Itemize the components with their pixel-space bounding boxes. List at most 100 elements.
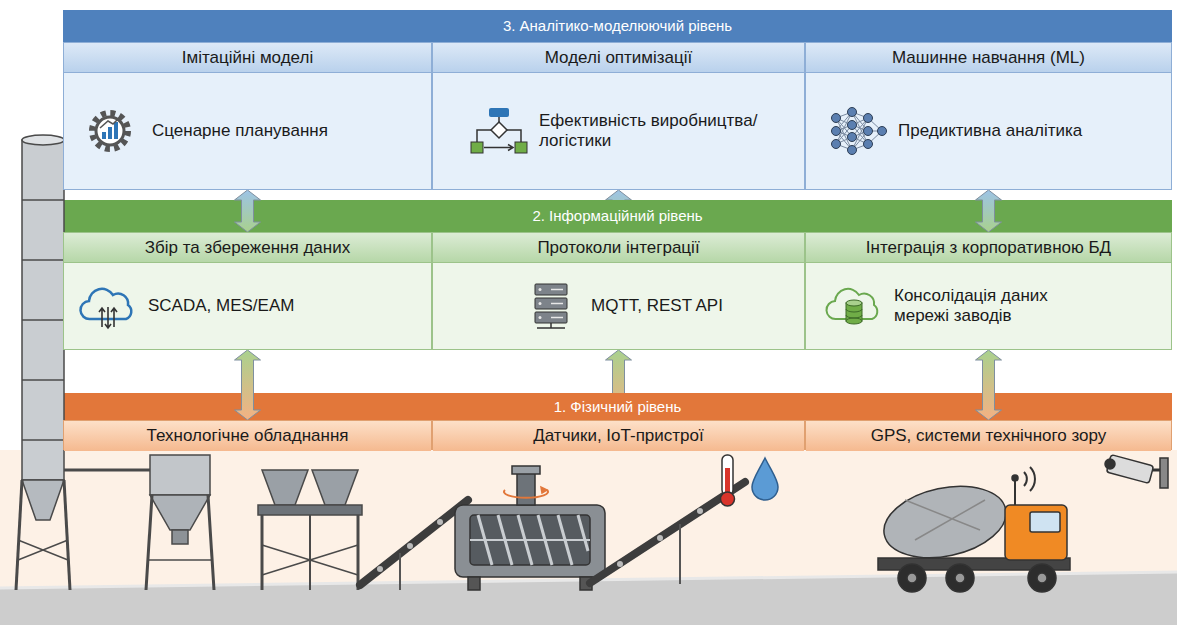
- conveyor-belt-part: [657, 535, 663, 541]
- flow-icon-part: [477, 130, 521, 142]
- server-icon: [521, 281, 581, 331]
- aggregate-hoppers-part: [309, 515, 311, 590]
- concrete-truck-part: [907, 573, 917, 583]
- concrete-truck-part: [955, 573, 965, 583]
- temperature-sensor-part: [721, 492, 735, 506]
- batching-tower-part: [172, 530, 188, 544]
- conveyor-belt-part: [590, 482, 745, 583]
- layer-header-bars-part: [63, 10, 1172, 42]
- aggregate-hoppers-part: [261, 515, 264, 590]
- double-arrow: [976, 190, 1002, 232]
- net-icon-part: [832, 127, 841, 136]
- temperature-sensor-part: [722, 455, 733, 495]
- cement-silo-part: [18, 540, 68, 560]
- layer-column: Технологічне обладнання: [63, 420, 432, 450]
- cement-silo-part: [22, 439, 64, 441]
- gear-icon-part: [114, 122, 118, 139]
- db-icon-part: [846, 318, 862, 324]
- temperature-sensor: [721, 455, 735, 506]
- batching-tower: [146, 455, 214, 590]
- concrete-mixer-part: [517, 472, 535, 505]
- server-icon-part: [537, 323, 565, 328]
- layer-column: Датчики, IoT-пристрої: [432, 420, 805, 450]
- conveyor-belt-part: [360, 500, 468, 585]
- flow-icon-part: [491, 122, 507, 138]
- aggregate-hoppers-part: [262, 545, 358, 575]
- layer-band: 1. Фізичний рівеньТехнологічне обладнанн…: [63, 393, 1172, 450]
- cement-silo-part: [22, 135, 64, 145]
- flow-icon: [469, 106, 529, 156]
- gear-icon-part: [108, 127, 112, 139]
- flow-icon-part: [515, 142, 527, 153]
- vision-camera-part: [1106, 455, 1153, 484]
- aggregate-hoppers: [258, 470, 362, 590]
- gear-icon-part: [100, 115, 122, 128]
- cement-silo-part: [18, 540, 68, 560]
- concrete-mixer-part: [470, 539, 590, 541]
- concrete-truck-part: [946, 564, 974, 592]
- cement-silo-part: [22, 140, 64, 480]
- conveyor-belt: [360, 500, 468, 590]
- net-icon-part: [864, 114, 873, 123]
- band-title-row: 2. Інформаційний рівень: [63, 200, 1172, 232]
- layer-header-bars-part: [63, 200, 1172, 232]
- net-icon-part: [832, 140, 841, 149]
- column-heading: Протоколи інтеграції: [433, 233, 804, 263]
- aggregate-hoppers-part: [262, 545, 358, 575]
- layer-column: Збір та збереження данихSCADA, MES/EAM: [63, 232, 432, 350]
- column-body: Консолідація даних мережі заводів: [806, 263, 1171, 349]
- column-heading: Імітаційні моделі: [64, 43, 431, 73]
- layer-column: GPS, системи технічного зору: [805, 420, 1172, 450]
- column-description: Ефективність виробництва/логістики: [539, 111, 774, 152]
- gear-icon-part: [102, 132, 106, 139]
- conveyor-belt-part: [437, 519, 443, 525]
- layer-column: Імітаційні моделіСценарне планування: [63, 42, 432, 190]
- concrete-mixer-part: [470, 515, 590, 565]
- cement-silo-part: [22, 259, 64, 261]
- net-icon-part: [848, 121, 857, 130]
- layer-column: Інтеграція з корпоративною БДКонсолідаці…: [805, 232, 1172, 350]
- cloud-icon-part: [80, 289, 131, 319]
- cement-silo: [16, 135, 150, 590]
- net-icon-part: [832, 114, 841, 123]
- vision-camera-part: [1160, 458, 1168, 488]
- concrete-mixer-part: [541, 487, 547, 493]
- batching-tower-part: [208, 495, 214, 590]
- cement-silo-part: [22, 379, 64, 381]
- layer-title: 3. Аналітико-моделюючий рівень: [495, 10, 740, 42]
- layer-header-bars: [63, 10, 1172, 420]
- concrete-truck: [877, 467, 1070, 592]
- concrete-mixer-part: [455, 505, 605, 577]
- layer-column: Моделі оптимізаціїЕфективність виробницт…: [432, 42, 805, 190]
- concrete-truck-part: [877, 476, 1012, 568]
- concrete-truck-part: [1014, 480, 1016, 505]
- net-icon-part: [848, 146, 857, 155]
- conveyor-belt-part: [399, 553, 401, 590]
- concrete-mixer-part: [468, 577, 480, 590]
- concrete-truck-part: [898, 564, 926, 592]
- layer-header-bars-part: [63, 393, 1172, 420]
- layer-band: 2. Інформаційний рівеньЗбір та збереженн…: [63, 200, 1172, 350]
- server-icon-part: [539, 288, 542, 291]
- concrete-truck-part: [1024, 467, 1035, 491]
- column-body: Ефективність виробництва/логістики: [433, 73, 804, 189]
- conveyor-belt-part: [617, 561, 623, 567]
- aggregate-hoppers-part: [357, 515, 360, 590]
- aggregate-hoppers-part: [258, 505, 362, 515]
- vision-camera-part: [1105, 459, 1115, 469]
- net-icon-part: [848, 133, 857, 142]
- concrete-mixer: [455, 466, 605, 590]
- column-description: MQTT, REST API: [591, 296, 723, 316]
- column-description: Консолідація даних мережі заводів: [894, 286, 1079, 327]
- column-heading: Збір та збереження даних: [64, 233, 431, 263]
- concrete-truck-part: [1005, 505, 1067, 560]
- column-heading: GPS, системи технічного зору: [806, 421, 1171, 451]
- flow-icon-part: [484, 145, 513, 151]
- cement-silo-part: [22, 480, 64, 520]
- aggregate-hoppers-part: [262, 470, 308, 505]
- layer-title: 1. Фізичний рівень: [546, 393, 690, 420]
- cement-silo-part: [22, 199, 64, 201]
- conveyor-belt-part: [679, 524, 681, 584]
- cement-silo-part: [22, 319, 64, 321]
